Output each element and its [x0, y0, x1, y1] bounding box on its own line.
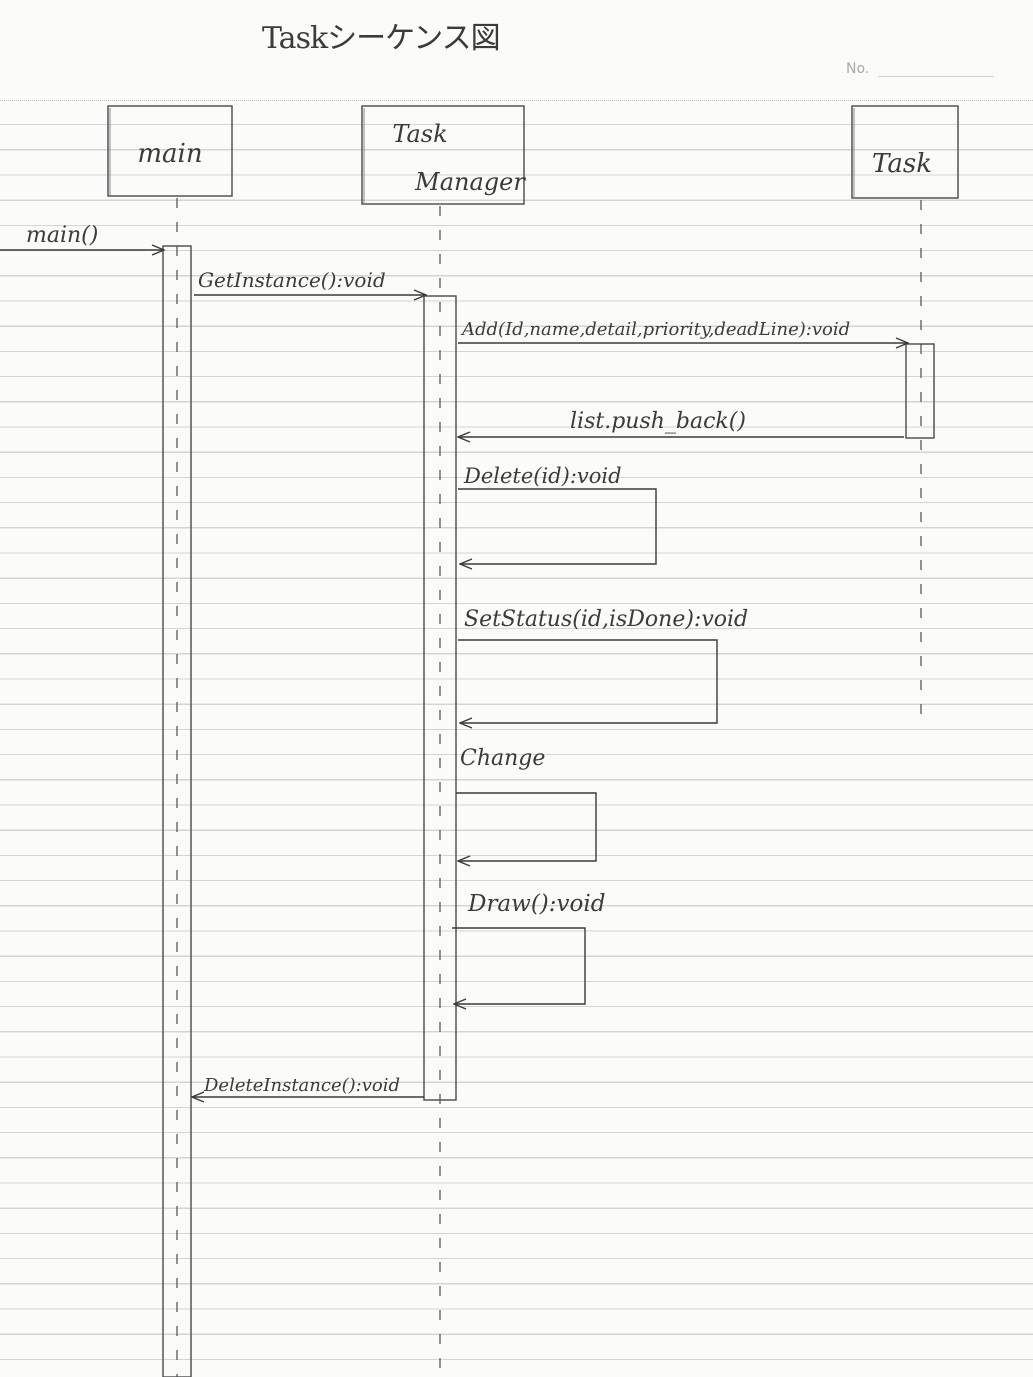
message-label-set-status: SetStatus(id,isDone):void [464, 607, 748, 632]
lifeline-label-main-0: main [137, 139, 202, 169]
message-label-delete: Delete(id):void [463, 464, 622, 488]
activation-main [162, 245, 192, 1377]
message-arrow-draw [452, 927, 586, 1004]
message-label-draw: Draw():void [467, 891, 605, 917]
lifeline-label-taskmanager-1: Manager [414, 168, 526, 196]
message-label-delete-instance: DeleteInstance():void [203, 1075, 400, 1096]
message-label-main-call: main() [26, 223, 98, 248]
header-dotted-rule [0, 100, 1033, 101]
message-arrow-set-status [458, 639, 718, 723]
message-label-change: Change [460, 746, 545, 771]
message-label-push-back: list.push_back() [570, 409, 746, 434]
lifeline-main: main [107, 105, 233, 197]
message-arrow-delete [458, 488, 657, 564]
message-label-get-instance: GetInstance():void [198, 268, 386, 292]
activation-taskmanager [423, 295, 457, 1101]
activation-bars [162, 245, 935, 1377]
message-labels: main() GetInstance():voidAdd(Id,name,deta… [26, 223, 850, 1096]
message-arrows [0, 250, 908, 1097]
lifeline-box-main [107, 105, 233, 197]
lifeline-dashed-lines [176, 198, 922, 1377]
number-field-rule [878, 76, 994, 77]
lifeline-task: Task [851, 105, 959, 199]
lifeline-box-taskmanager [361, 105, 525, 205]
page-number-label: No. [846, 61, 870, 77]
activation-task [905, 343, 935, 439]
lifeline-box-task [851, 105, 959, 199]
message-label-add: Add(Id,name,detail,priority,deadLine):vo… [460, 319, 850, 340]
lifeline-label-taskmanager-0: Task [392, 120, 447, 148]
lifeline-label-task-0: Task [872, 149, 932, 179]
diagram-title: Taskシーケンス図 [262, 21, 501, 56]
message-arrow-change [456, 792, 597, 861]
